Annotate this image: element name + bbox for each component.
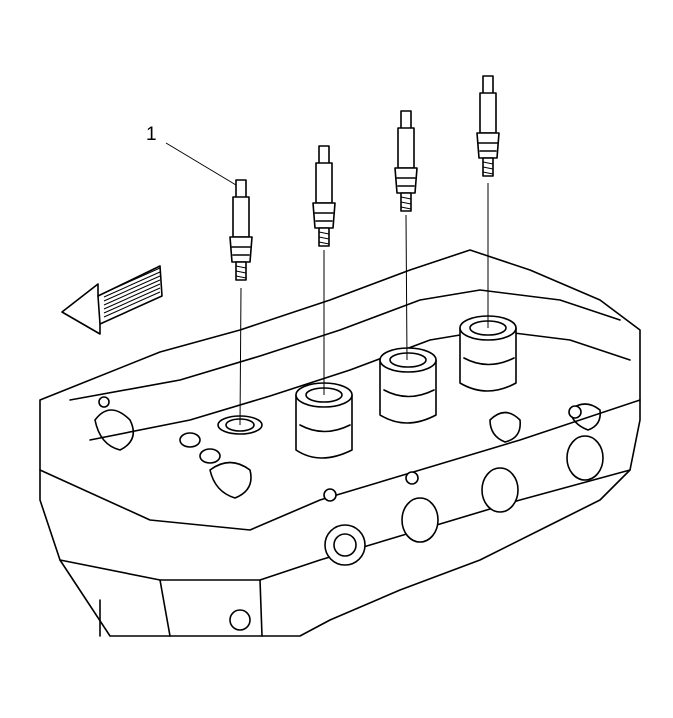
spark-plug-2 — [312, 145, 336, 247]
spark-plug-4 — [476, 75, 500, 177]
front-direction-arrow — [61, 265, 163, 335]
callout-leader-1 — [165, 142, 237, 186]
spark-plug-1 — [229, 179, 253, 281]
callout-label-1: 1 — [146, 124, 157, 145]
spark-plug-well-2 — [295, 382, 353, 459]
installation-guide-lines — [239, 183, 489, 426]
spark-plug-well-3 — [379, 347, 437, 424]
spark-plug-3 — [394, 110, 418, 212]
